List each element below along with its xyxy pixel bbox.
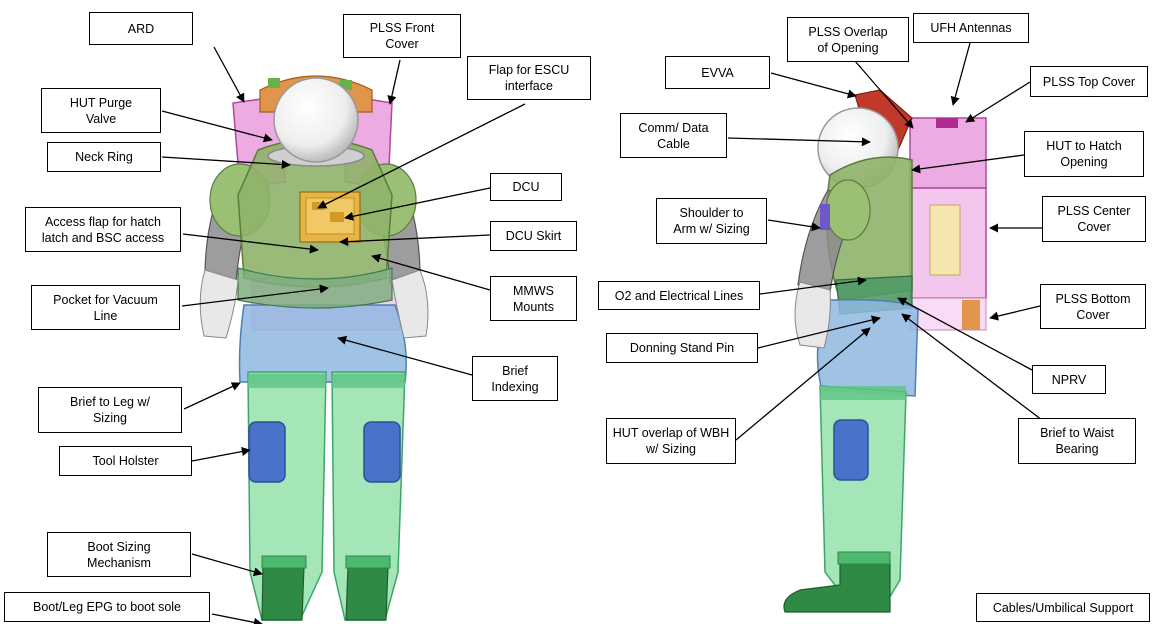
callout-brief-indexing: Brief Indexing xyxy=(472,356,558,401)
callout-plss-overlap: PLSS Overlap of Opening xyxy=(787,17,909,62)
callout-flap-escu: Flap for ESCU interface xyxy=(467,56,591,100)
callout-boot-sizing: Boot Sizing Mechanism xyxy=(47,532,191,577)
callout-plss-center: PLSS Center Cover xyxy=(1042,196,1146,242)
callout-comm-data: Comm/ Data Cable xyxy=(620,113,727,158)
callout-cables-umbilical: Cables/Umbilical Support xyxy=(976,593,1150,622)
callout-brief-waist: Brief to Waist Bearing xyxy=(1018,418,1136,464)
front-helmet xyxy=(274,78,358,162)
callout-access-flap: Access flap for hatch latch and BSC acce… xyxy=(25,207,181,252)
side-tool-holster xyxy=(834,420,868,480)
callout-brief-to-leg: Brief to Leg w/ Sizing xyxy=(38,387,182,433)
callout-neck-ring: Neck Ring xyxy=(47,142,161,172)
side-plss-top xyxy=(910,118,986,188)
callout-o2-lines: O2 and Electrical Lines xyxy=(598,281,760,310)
callout-ard: ARD xyxy=(89,12,193,45)
callout-plss-bottom: PLSS Bottom Cover xyxy=(1040,284,1146,329)
callout-hut-hatch: HUT to Hatch Opening xyxy=(1024,131,1144,177)
callout-mmws-mounts: MMWS Mounts xyxy=(490,276,577,321)
front-suit-illustration xyxy=(200,76,428,620)
callout-dcu-skirt: DCU Skirt xyxy=(490,221,577,251)
callout-dcu: DCU xyxy=(490,173,562,201)
front-boot-right xyxy=(346,566,388,620)
callout-plss-top-cover: PLSS Top Cover xyxy=(1030,66,1148,97)
callout-hut-overlap-wbh: HUT overlap of WBH w/ Sizing xyxy=(606,418,736,464)
callout-hut-purge-valve: HUT Purge Valve xyxy=(41,88,161,133)
callout-boot-leg-epg: Boot/Leg EPG to boot sole xyxy=(4,592,210,622)
front-brief-blue xyxy=(240,305,407,382)
callout-shoulder-arm: Shoulder to Arm w/ Sizing xyxy=(656,198,767,244)
callout-tool-holster: Tool Holster xyxy=(59,446,192,476)
callout-nprv: NPRV xyxy=(1032,365,1106,394)
callout-ufh-antennas: UFH Antennas xyxy=(913,13,1029,43)
front-boot-left xyxy=(262,566,304,620)
callout-plss-front-cover: PLSS Front Cover xyxy=(343,14,461,58)
front-tool-holster-right xyxy=(364,422,400,482)
callout-donning-pin: Donning Stand Pin xyxy=(606,333,758,363)
front-glove-left xyxy=(200,270,238,338)
callout-pocket-vacuum: Pocket for Vacuum Line xyxy=(31,285,180,330)
side-suit-illustration xyxy=(784,90,986,612)
front-tool-holster-left xyxy=(249,422,285,482)
callout-evva: EVVA xyxy=(665,56,770,89)
